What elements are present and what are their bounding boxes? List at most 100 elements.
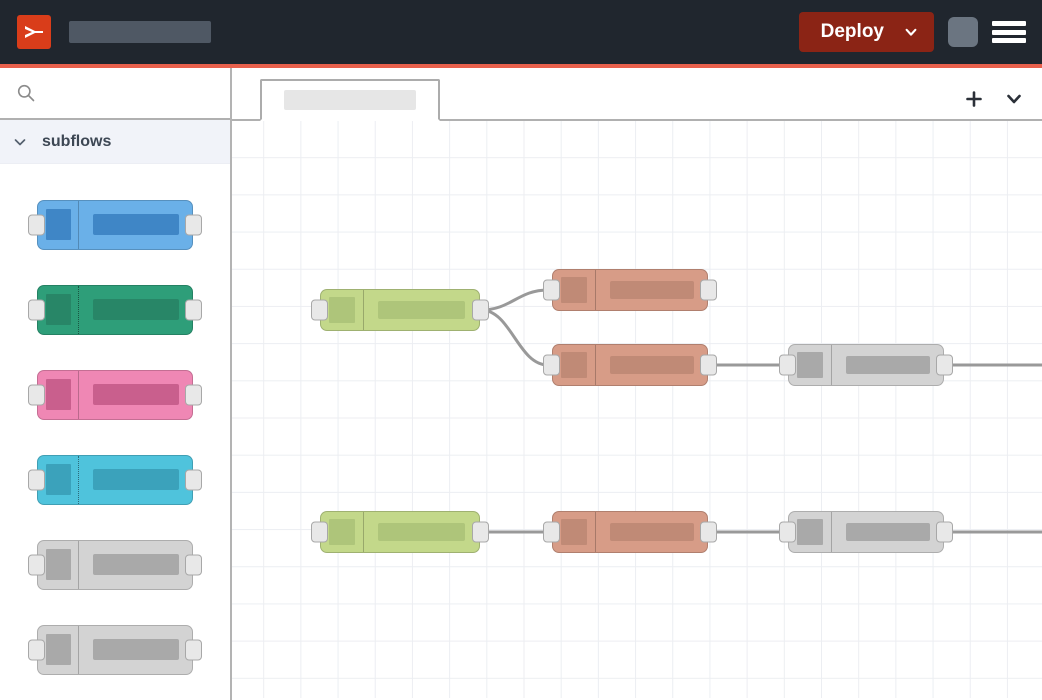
node-icon <box>789 345 831 385</box>
node-body <box>788 511 944 553</box>
node-icon <box>553 270 595 310</box>
node-icon <box>321 512 363 552</box>
node-divider <box>363 512 364 552</box>
node-divider <box>595 270 596 310</box>
palette-item[interactable] <box>0 182 230 267</box>
palette-node-2[interactable] <box>28 284 202 335</box>
node-input-port[interactable] <box>311 521 328 543</box>
node-input-port[interactable] <box>543 279 560 301</box>
node-input-port[interactable] <box>779 354 796 376</box>
palette-node-4[interactable] <box>28 454 202 505</box>
node-output-port[interactable] <box>472 299 489 321</box>
node-label-area <box>79 639 192 660</box>
node-input-port[interactable] <box>28 299 45 320</box>
node-output-port[interactable] <box>700 521 717 543</box>
node-output-port[interactable] <box>185 554 202 575</box>
node-output-port[interactable] <box>185 214 202 235</box>
node-label-area <box>79 384 192 405</box>
node-body <box>552 269 708 311</box>
canvas-node-salmon-2[interactable] <box>543 344 717 386</box>
palette-item[interactable] <box>0 267 230 352</box>
node-icon <box>38 201 78 249</box>
node-icon <box>38 541 78 589</box>
node-body <box>37 624 193 675</box>
palette-item[interactable] <box>0 437 230 522</box>
palette-node-1[interactable] <box>28 199 202 250</box>
node-output-port[interactable] <box>185 299 202 320</box>
node-body <box>320 289 480 331</box>
node-label-placeholder <box>92 214 179 235</box>
node-input-port[interactable] <box>779 521 796 543</box>
canvas-node-gray-2[interactable] <box>779 511 953 553</box>
node-label-area <box>596 281 707 299</box>
node-label-placeholder <box>378 301 465 319</box>
node-label-area <box>596 356 707 374</box>
node-body <box>37 454 193 505</box>
node-output-port[interactable] <box>700 354 717 376</box>
chevron-down-icon[interactable] <box>1004 89 1024 109</box>
node-input-port[interactable] <box>543 354 560 376</box>
flow-canvas[interactable] <box>232 121 1042 698</box>
node-divider <box>831 345 832 385</box>
header-title-placeholder <box>69 21 211 43</box>
tabbar-actions <box>964 89 1024 109</box>
node-output-port[interactable] <box>936 354 953 376</box>
node-body <box>552 344 708 386</box>
node-input-port[interactable] <box>543 521 560 543</box>
palette-item[interactable] <box>0 522 230 607</box>
palette-node-5[interactable] <box>28 539 202 590</box>
wire-green1-to-salmon2 <box>480 308 549 367</box>
node-label-placeholder <box>92 469 179 490</box>
node-label-placeholder <box>92 554 179 575</box>
node-label-placeholder <box>845 356 930 374</box>
palette-item[interactable] <box>0 607 230 692</box>
palette-node-3[interactable] <box>28 369 202 420</box>
node-label-placeholder <box>92 384 179 405</box>
node-divider <box>78 455 79 504</box>
node-output-port[interactable] <box>185 639 202 660</box>
node-input-port[interactable] <box>28 639 45 660</box>
node-label-area <box>596 523 707 541</box>
plus-icon[interactable] <box>964 89 984 109</box>
canvas-node-salmon-3[interactable] <box>543 511 717 553</box>
chevron-down-icon <box>14 138 26 145</box>
flow-tab-active[interactable] <box>260 79 440 121</box>
node-input-port[interactable] <box>311 299 328 321</box>
node-input-port[interactable] <box>28 214 45 235</box>
palette-category-label: subflows <box>42 132 112 150</box>
deploy-button[interactable]: Deploy <box>798 12 934 52</box>
node-label-placeholder <box>92 639 179 660</box>
node-divider <box>595 345 596 385</box>
canvas-node-salmon-1[interactable] <box>543 269 717 311</box>
palette-category-subflows[interactable]: subflows <box>0 120 230 164</box>
node-input-port[interactable] <box>28 469 45 490</box>
node-output-port[interactable] <box>936 521 953 543</box>
node-icon <box>553 512 595 552</box>
user-button[interactable] <box>948 17 978 47</box>
node-input-port[interactable] <box>28 554 45 575</box>
search-icon[interactable] <box>16 83 36 103</box>
wire-green1-to-salmon1 <box>480 288 549 312</box>
canvas-node-green-1[interactable] <box>311 289 489 331</box>
workspace <box>232 68 1042 700</box>
node-divider <box>363 290 364 330</box>
node-output-port[interactable] <box>700 279 717 301</box>
node-red-logo-icon[interactable] <box>17 15 51 49</box>
node-input-port[interactable] <box>28 384 45 405</box>
node-output-port[interactable] <box>472 521 489 543</box>
node-label-area <box>79 469 192 490</box>
palette-node-6[interactable] <box>28 624 202 675</box>
node-divider <box>595 512 596 552</box>
node-output-port[interactable] <box>185 384 202 405</box>
node-output-port[interactable] <box>185 469 202 490</box>
node-divider <box>831 512 832 552</box>
node-icon <box>38 371 78 419</box>
hamburger-menu-icon[interactable] <box>992 19 1026 45</box>
palette-search-row[interactable] <box>0 68 230 120</box>
canvas-node-green-2[interactable] <box>311 511 489 553</box>
node-divider <box>78 370 79 419</box>
node-body <box>552 511 708 553</box>
canvas-node-gray-1[interactable] <box>779 344 953 386</box>
node-divider <box>78 540 79 589</box>
palette-item[interactable] <box>0 352 230 437</box>
